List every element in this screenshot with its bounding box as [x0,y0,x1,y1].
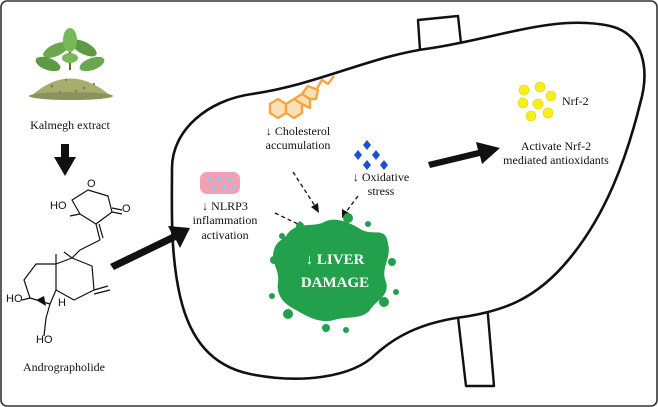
kalmegh-extract-icon [29,28,113,100]
cholesterol-label-line1: ↓ Cholesterol [265,124,331,138]
nrf2-effect-label: Activate Nrf-2 mediated antioxidants [486,139,626,168]
atom-o-carbonyl: O [122,203,131,215]
arrow-to-nrf2 [428,142,500,168]
nlrp3-label: ↓ NLRP3 inflammation activation [180,199,270,242]
kalmegh-extract-label: Kalmegh extract [30,118,110,132]
cholesterol-label: ↓ Cholesterol accumulation [238,124,358,153]
atom-h-mid: H [58,297,66,309]
nlrp3-icon [200,172,240,194]
liver-damage-splash [269,213,399,333]
oxidative-label-line2: stress [367,184,395,199]
atom-ho-top: HO [50,200,67,212]
nlrp3-label-line1: ↓ NLRP3 [202,199,248,213]
cholesterol-label-line2: accumulation [265,138,331,153]
nrf2-effect-line2: mediated antioxidants [503,153,609,168]
atom-o-ring: O [87,178,96,190]
oxidative-stress-icon [354,140,388,170]
arrow-compound-to-liver [110,226,190,270]
dashed-arrow-cholesterol [292,171,319,213]
atom-ho-bottom: HO [36,334,53,346]
cholesterol-icon [268,75,335,120]
atom-ho-left: HO [6,293,23,305]
andrographolide-label: Andrographolide [23,360,105,374]
oxidative-label: ↓ Oxidative stress [336,170,426,199]
andrographolide-structure [21,189,123,337]
nrf2-effect-line1: Activate Nrf-2 [520,139,592,153]
nlrp3-label-line2: inflammation [192,213,258,228]
stereo-wedge [36,296,46,306]
nrf2-icon [517,81,557,122]
nlrp3-label-line3: activation [201,227,249,242]
oxidative-label-line1: ↓ Oxidative [352,170,410,184]
liver-damage-label: ↓ LIVER DAMAGE [280,252,390,291]
liver-damage-line2: DAMAGE [300,274,370,291]
arrow-extract-to-compound [54,144,76,176]
liver-damage-line1: ↓ LIVER [305,252,365,268]
nrf2-molecule-label: Nrf-2 [562,94,589,108]
